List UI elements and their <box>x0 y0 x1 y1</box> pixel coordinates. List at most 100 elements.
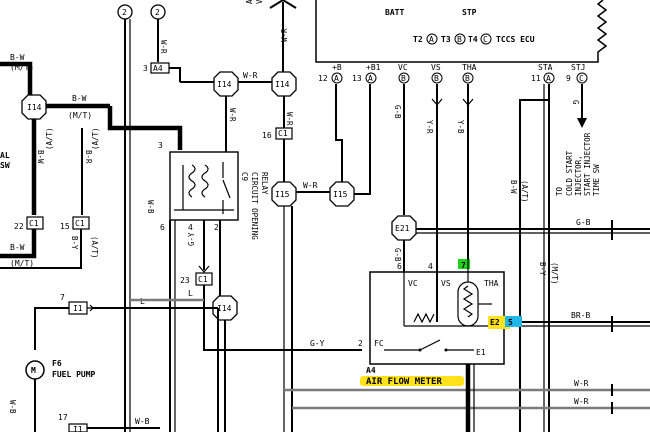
highlight-yellow-e2 <box>488 316 510 329</box>
conn-e21 <box>391 215 417 241</box>
ecu-conn-b-circle <box>454 33 466 45</box>
fuel-pump-motor-symbol: M <box>31 366 36 375</box>
label-wr-vert-2: W-R <box>285 112 294 126</box>
conn-i15-b <box>329 181 355 207</box>
conn-i14-relay-label: I14 <box>217 304 232 313</box>
conn-i1-label: I1 <box>73 304 83 313</box>
conn-a4-label: A4 <box>153 64 163 73</box>
afm-label-name: AIR FLOW METER <box>366 377 442 387</box>
wire <box>0 229 82 269</box>
wire-l <box>34 307 69 350</box>
top-left-area: 2 2 W-R A4 3 A/C IDLE-UP VSV <box>117 0 297 432</box>
label-brb: BR-B <box>571 311 590 320</box>
conn-c1-a-label: C1 <box>29 219 39 228</box>
label-by: B-Y <box>70 236 79 250</box>
conn-c1-16-label: C1 <box>278 129 288 138</box>
ecu-pin-circle <box>462 72 474 84</box>
label-gb-3: G-B <box>393 248 402 262</box>
label-mt-right: (M/T) <box>550 262 559 285</box>
ecu-terminal-vc: VC <box>398 63 408 72</box>
relay-label-1: CIRCUIT OPENING <box>250 172 259 240</box>
ecu-conn-a: A <box>429 35 434 44</box>
label-start-injector: START INJECTOR <box>583 132 592 196</box>
label-at-right: (A/T) <box>520 180 529 203</box>
ecu-terminal-b: +B <box>332 63 342 72</box>
afm-terminal-e1: E1 <box>476 348 486 357</box>
conn-i1b-label: I1 <box>73 425 83 432</box>
right-wires: G-B Y-R Y-B B-W (A/T) B-Y (M/T) G TO COL… <box>284 84 650 432</box>
label-by-right: B-Y <box>538 262 547 276</box>
label-time-sw: TIME SW <box>592 164 601 196</box>
label-bw-4: B-W <box>10 243 25 252</box>
ecu-pin-circle <box>431 72 443 84</box>
label-to: TO <box>555 186 564 196</box>
label-wr-3: W-R <box>303 181 318 190</box>
conn-c1-b-label: C1 <box>75 219 85 228</box>
wire-thick <box>107 106 183 150</box>
ecu-pin-circle <box>543 72 555 84</box>
label-wr-top: W-R <box>159 40 168 54</box>
ecu-terminal-sta: STA <box>538 63 553 72</box>
relay-pin-4: 4 <box>188 223 193 232</box>
conn-a4-pin: 3 <box>143 64 148 73</box>
label-bw-1: B-W <box>10 53 25 62</box>
label-gy-fc: G-Y <box>310 339 325 348</box>
ecu-conn-t2: T2 <box>413 35 423 44</box>
arrow-down <box>577 118 587 128</box>
label-al: AL <box>0 151 10 160</box>
ecu-pin-11: 11 <box>531 74 541 83</box>
label-mt-1: (M/T) <box>10 63 34 72</box>
label-at-2: (A/T) <box>91 127 100 150</box>
afm-label-a4: A4 <box>366 366 376 375</box>
label-wr-2: W-R <box>228 108 237 122</box>
afm-switch <box>419 339 441 351</box>
fuel-pump-area: 7 I1 L L M F6 FUEL PUMP W-B 17 I1 W-B <box>8 289 219 432</box>
conn-i14-a-label: I14 <box>217 80 232 89</box>
label-br: B-R <box>84 150 93 164</box>
label-l-2: L <box>188 289 193 298</box>
ecu-conn-t4: T4 <box>468 35 478 44</box>
ecu-pin-letter: B <box>434 74 439 83</box>
label-ac-idle: A/C IDLE-UP <box>245 0 254 4</box>
label-cold-start: COLD START <box>565 150 574 196</box>
label-wb-bottom: W-B <box>135 417 150 426</box>
label-wr-4: W-R <box>574 379 589 388</box>
ecu-pin-12: 12 <box>318 74 328 83</box>
relay-pin-6: 6 <box>160 223 165 232</box>
conn-c1-16-pin: 16 <box>262 131 272 140</box>
wire <box>335 84 343 182</box>
afm-potentiometer <box>413 312 435 324</box>
ecu-pin-13: 13 <box>352 74 362 83</box>
fuel-pump-name: FUEL PUMP <box>52 370 96 379</box>
afm-pin-7: 7 <box>461 261 466 270</box>
ecu-terminal-tha: THA <box>462 63 477 72</box>
label-bw-3: B-W <box>36 150 45 164</box>
afm-pin-5: 5 <box>508 318 513 327</box>
conn-i15-a-label: I15 <box>275 190 290 199</box>
label-mt-3: (M/T) <box>10 259 34 268</box>
ecu-pin-letter: B <box>465 74 470 83</box>
conn-c1-23-label: C1 <box>198 275 208 284</box>
mid-connectors: I14 W-R I14 W-R W-R W-R 16 C1 I15 W-R I1… <box>180 28 371 432</box>
afm-terminal-tha: THA <box>484 279 499 288</box>
ecu-pin-circle <box>331 72 343 84</box>
wire-thick <box>0 229 37 259</box>
label-wr-5: W-R <box>574 397 589 406</box>
wire-gy-fc <box>203 285 362 351</box>
label-gb-2: G-B <box>576 218 591 227</box>
relay-label-c9: C9 <box>240 172 249 181</box>
label-at-3: (A/T) <box>90 236 99 259</box>
conn-i14-left <box>21 94 47 120</box>
conn-c1-a-pin: 22 <box>14 222 24 231</box>
wire-bw <box>519 84 550 432</box>
label-wr-vert: W-R <box>280 28 289 42</box>
label-vsv: VSV <box>255 0 264 4</box>
conn-i14-b <box>271 71 297 97</box>
conn-c1-23-pin: 23 <box>180 276 190 285</box>
ecu-pin-letter: C <box>579 74 584 83</box>
afm-terminal-vs: VS <box>441 279 451 288</box>
conn-i15-a <box>271 181 297 207</box>
ecu-pin-letter: A <box>334 74 339 83</box>
conn-i14-b-label: I14 <box>275 80 290 89</box>
ecu-pin-9: 9 <box>566 74 571 83</box>
